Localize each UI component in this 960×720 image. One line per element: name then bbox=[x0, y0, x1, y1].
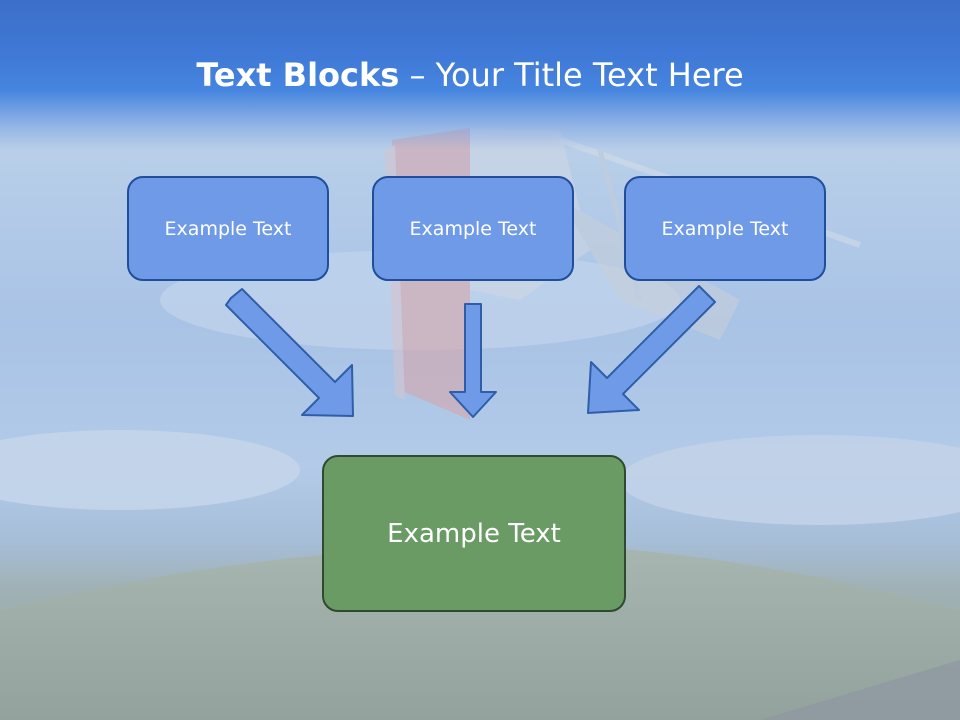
title-bold: Text Blocks bbox=[196, 56, 400, 94]
text-block-2[interactable]: Example Text bbox=[372, 176, 574, 281]
arrow-right bbox=[587, 285, 716, 414]
text-block-1[interactable]: Example Text bbox=[127, 176, 329, 281]
title-bar bbox=[0, 0, 960, 150]
arrow-middle bbox=[449, 303, 497, 418]
result-block[interactable]: Example Text bbox=[322, 455, 626, 612]
arrow-left bbox=[225, 288, 354, 417]
slide-title: Text Blocks – Your Title Text Here bbox=[0, 54, 940, 96]
hill bbox=[0, 544, 960, 720]
title-normal: Your Title Text Here bbox=[435, 56, 744, 94]
text-block-3[interactable]: Example Text bbox=[624, 176, 826, 281]
title-separator: – bbox=[399, 56, 436, 94]
